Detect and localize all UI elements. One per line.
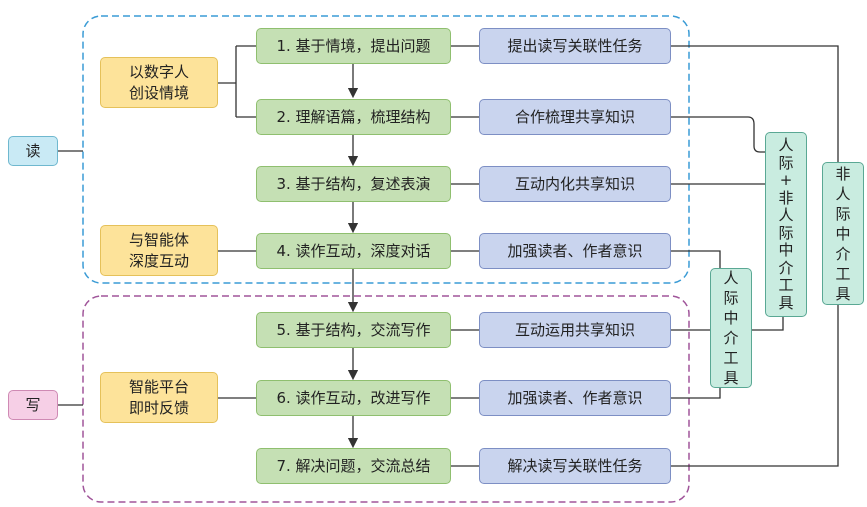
- step-6: 6. 读作互动，改进写作: [256, 380, 451, 416]
- tool-mixed-char-8: 介: [778, 258, 794, 277]
- tool-nonpersonal-char-3: 际: [835, 204, 851, 223]
- task-2: 合作梳理共享知识: [479, 99, 671, 135]
- tool-mixed-char-1: 人: [778, 136, 794, 154]
- tool-mixed-char-5: 人: [778, 206, 794, 224]
- step-2: 2. 理解语篇，梳理结构: [256, 99, 451, 135]
- tool-mixed-char-10: 具: [778, 293, 794, 312]
- tool-nonpersonal-char-6: 工: [835, 264, 851, 283]
- tool-nonpersonal-char-2: 人: [835, 184, 851, 203]
- step-5: 5. 基于结构，交流写作: [256, 312, 451, 348]
- task-1: 提出读写关联性任务: [479, 28, 671, 64]
- tool-mixed: 人 际 + 非 人 际 中 介 工 具: [765, 132, 807, 317]
- tool-interpersonal-char-2: 际: [723, 289, 739, 307]
- tool-interpersonal-char-5: 工: [723, 349, 739, 367]
- strategy-agent-interaction: 与智能体 深度互动: [100, 225, 218, 276]
- tool-mixed-char-3: +: [779, 171, 793, 189]
- task-6: 加强读者、作者意识: [479, 380, 671, 416]
- tool-nonpersonal-char-1: 非: [835, 164, 851, 183]
- tool-link-personal-task6: [671, 388, 721, 399]
- task-7: 解决读写关联性任务: [479, 448, 671, 484]
- tool-interpersonal-char-4: 介: [723, 329, 739, 347]
- tool-link-mixed-task5: [671, 317, 784, 331]
- tool-mixed-char-2: 际: [778, 153, 794, 172]
- strategy-1-bracket: [218, 45, 256, 118]
- tool-non-interpersonal: 非 人 际 中 介 工 具: [822, 162, 864, 305]
- tool-mixed-char-6: 际: [778, 223, 794, 242]
- tool-mixed-char-9: 工: [778, 276, 794, 294]
- tool-link-nonpersonal-top: [671, 45, 839, 162]
- strategy-platform-feedback: 智能平台 即时反馈: [100, 372, 218, 423]
- tool-interpersonal: 人 际 中 介 工 具: [710, 268, 752, 388]
- tool-interpersonal-char-6: 具: [723, 369, 739, 387]
- tool-interpersonal-char-3: 中: [723, 309, 739, 327]
- task-5: 互动运用共享知识: [479, 312, 671, 348]
- task-3: 互动内化共享知识: [479, 166, 671, 202]
- tool-nonpersonal-char-5: 介: [835, 244, 851, 263]
- write-section-label: 写: [8, 390, 58, 420]
- tool-mixed-char-4: 非: [778, 188, 794, 207]
- tool-interpersonal-char-1: 人: [723, 269, 739, 287]
- step-7: 7. 解决问题，交流总结: [256, 448, 451, 484]
- tool-nonpersonal-char-4: 中: [835, 224, 851, 243]
- step-3: 3. 基于结构，复述表演: [256, 166, 451, 202]
- strategy-digital-human: 以数字人 创设情境: [100, 57, 218, 108]
- read-section-label: 读: [8, 136, 58, 166]
- tool-link-mixed-task2: [671, 116, 765, 153]
- step-4: 4. 读作互动，深度对话: [256, 233, 451, 269]
- tool-link-personal-task4: [671, 250, 721, 268]
- tool-mixed-char-7: 中: [778, 241, 794, 259]
- tool-nonpersonal-char-7: 具: [835, 284, 851, 303]
- step-1: 1. 基于情境，提出问题: [256, 28, 451, 64]
- tool-link-nonpersonal-bottom: [671, 305, 839, 467]
- write-region: [82, 295, 690, 503]
- task-4: 加强读者、作者意识: [479, 233, 671, 269]
